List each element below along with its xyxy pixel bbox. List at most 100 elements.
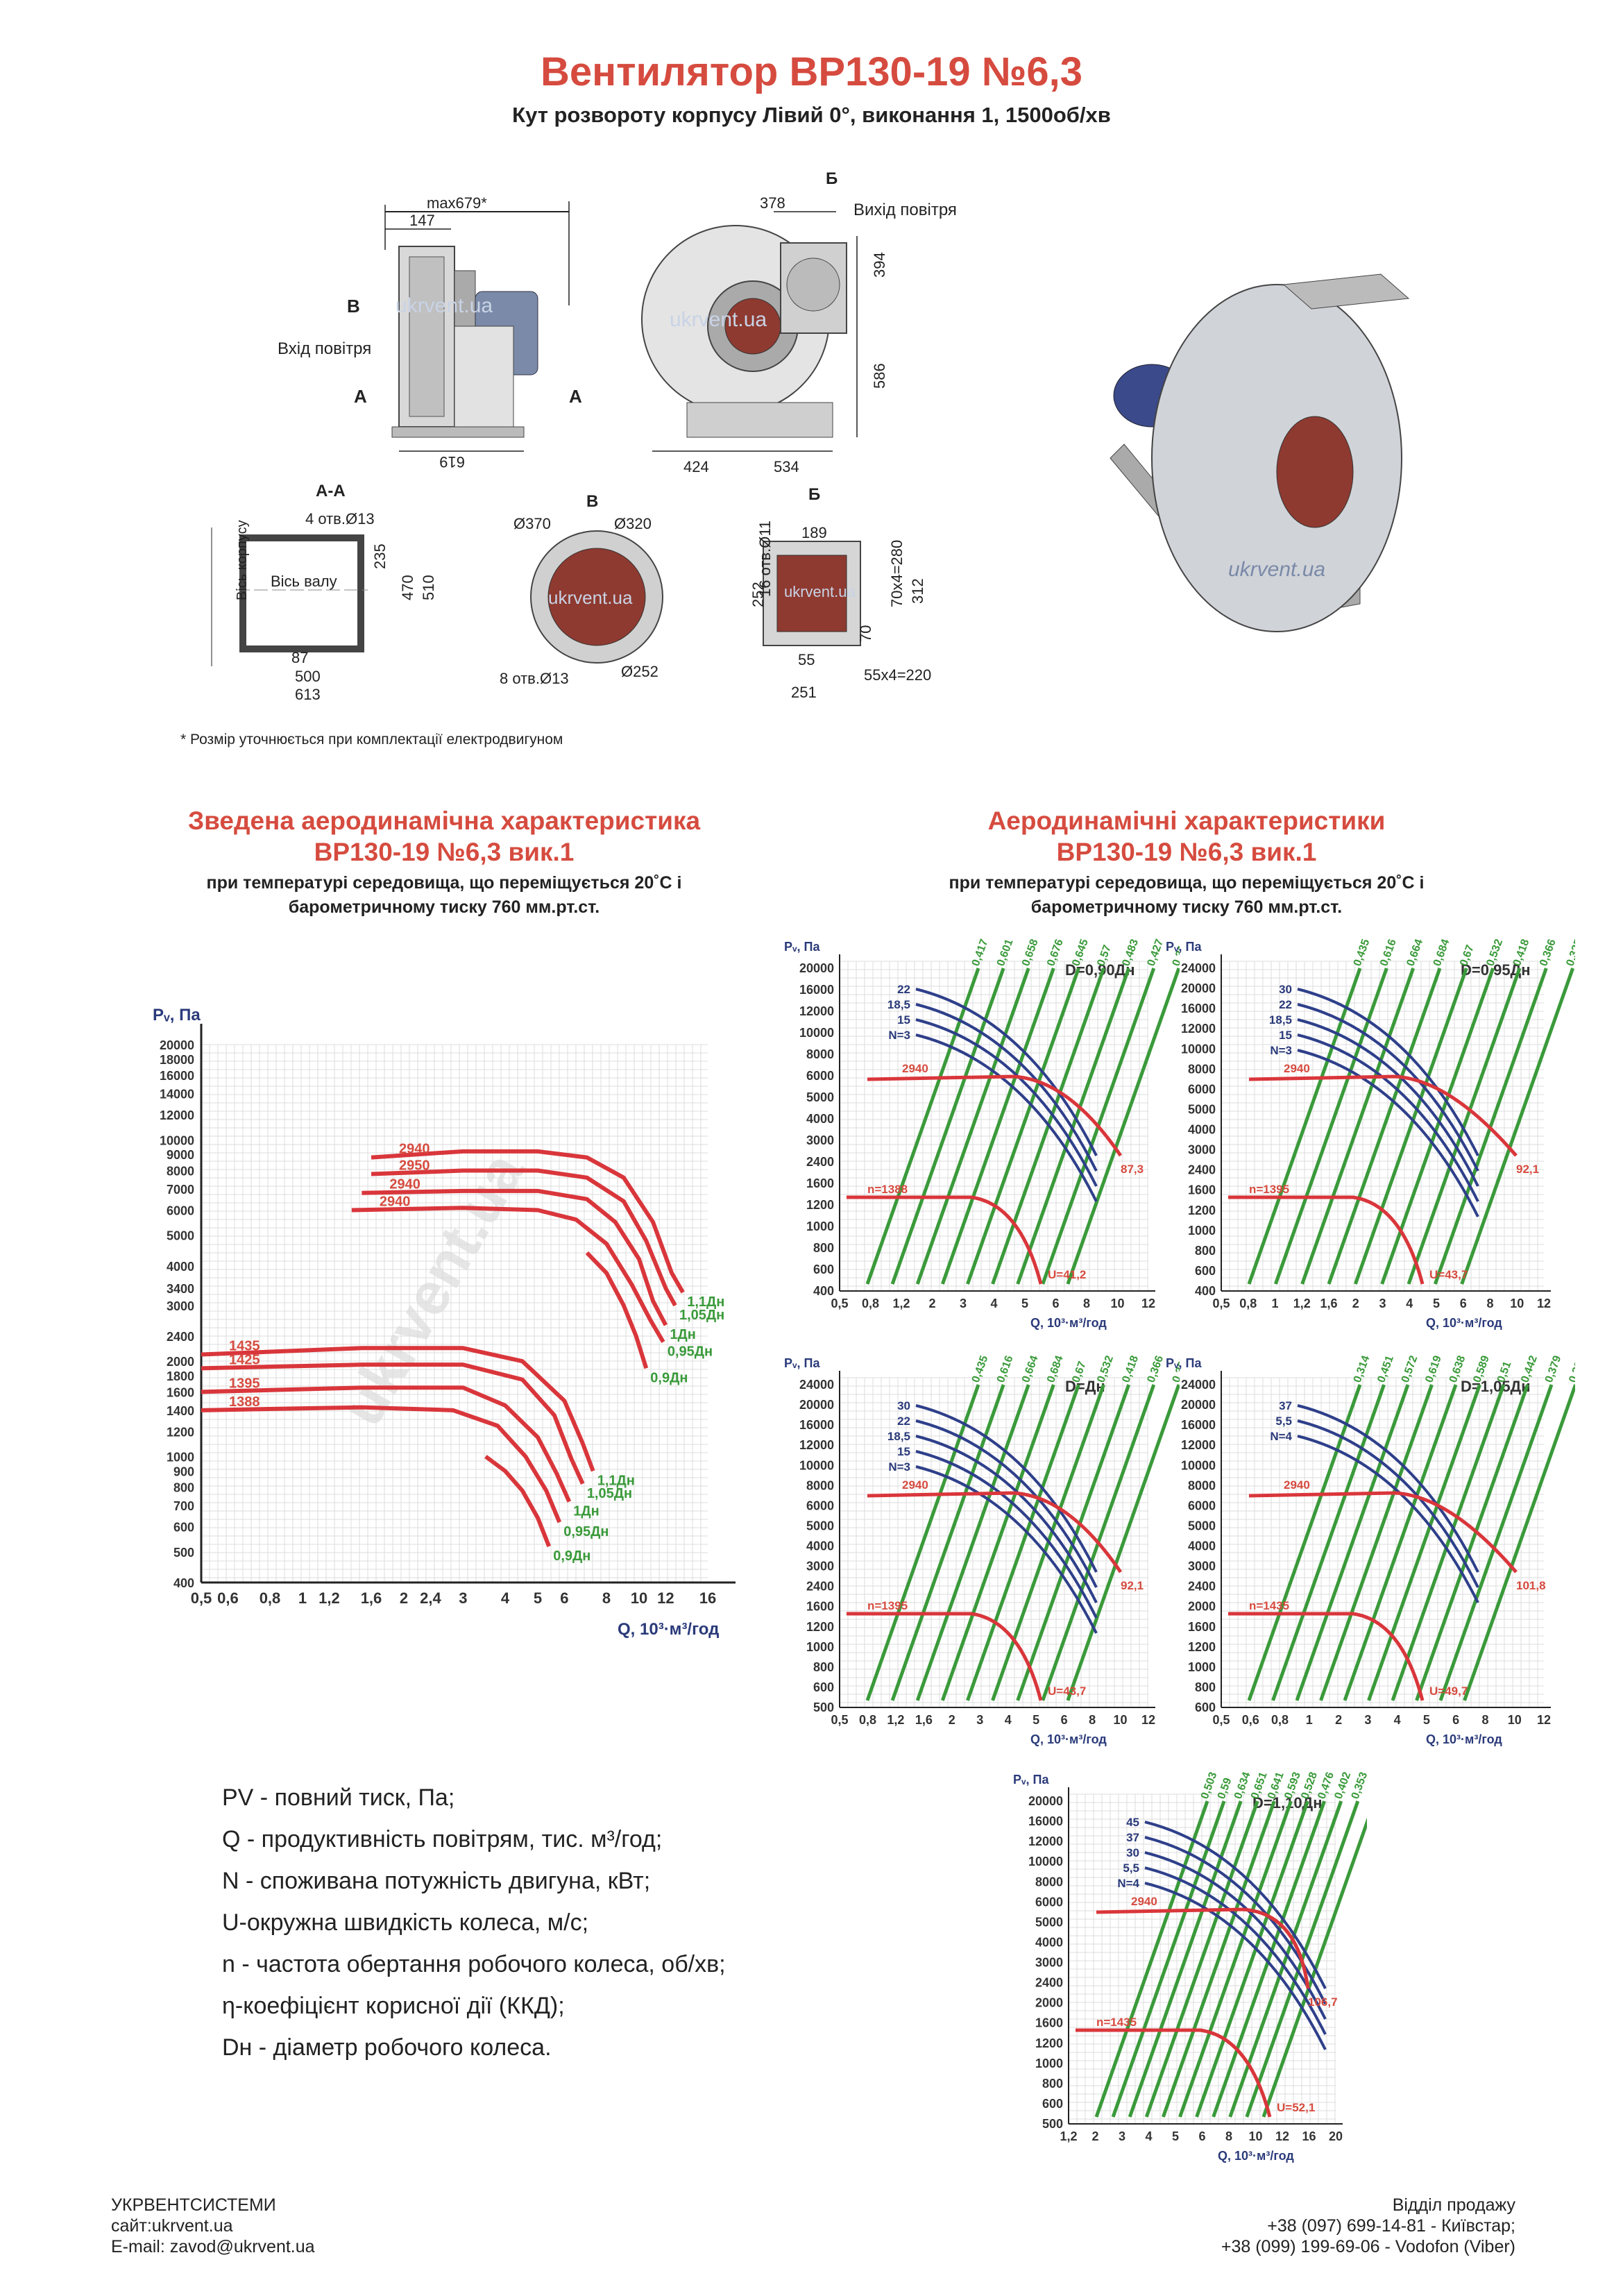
detail-x-tick: 0,5 — [1212, 1297, 1230, 1310]
detail-pressure-high — [1248, 1491, 1518, 1573]
detail-power-curve — [915, 1003, 1098, 1172]
detail-y-tick: 8000 — [1188, 1062, 1216, 1076]
summary-y-tick: 2000 — [167, 1355, 194, 1369]
detail-power-curve — [915, 1450, 1098, 1619]
detail-y-tick: 1600 — [1188, 1183, 1216, 1197]
detail-y-tick: 12000 — [799, 1004, 834, 1018]
detail-power-label: 37 — [1126, 1831, 1139, 1844]
detail-x-tick: 10 — [1114, 1713, 1128, 1727]
dim-619: 619 — [439, 453, 465, 471]
detail-y-tick: 8000 — [1035, 1875, 1063, 1889]
b-dim-70x4: 70x4=280 — [888, 540, 906, 607]
summary-rpm-label: 2940 — [380, 1195, 411, 1210]
detail-eff-label: 0,32 — [1567, 1360, 1575, 1384]
detail-y-tick: 24000 — [1181, 1378, 1216, 1392]
detail-eff-line — [1438, 1384, 1554, 1701]
detail-power-label: N=3 — [888, 1460, 910, 1474]
detail-power-curve — [1297, 1404, 1479, 1573]
detail-x-tick: 12 — [1537, 1713, 1551, 1727]
detail-power-label: 15 — [897, 1445, 910, 1458]
detail-y-tick: 800 — [1195, 1680, 1216, 1694]
detail-eff-label: 0,619 — [1423, 1354, 1444, 1385]
detail-x-tick: 12 — [1141, 1713, 1155, 1727]
aa-dim-470: 470 — [399, 575, 416, 600]
detail-y-tick: 1200 — [806, 1198, 834, 1212]
detail-pressure-low — [847, 1612, 1043, 1701]
inlet-label: Вхід повітря — [278, 339, 371, 358]
legend-q: Q - продуктивність повітрям, тис. м³/год… — [222, 1826, 663, 1852]
detail-xlabel: Q, 10³·м³/год — [1030, 1732, 1107, 1746]
summary-y-tick: 800 — [173, 1481, 194, 1495]
footer-email[interactable]: E-mail: zavod@ukrvent.ua — [111, 2237, 315, 2256]
footer-phone-2[interactable]: +38 (099) 199-69-06 - Vodofon (Viber) — [1221, 2237, 1515, 2256]
detail-power-label: 22 — [897, 1415, 910, 1428]
detail-u-high: 101,8 — [1516, 1579, 1546, 1592]
v-dim-320: Ø320 — [614, 515, 652, 532]
detail-eff-line — [1343, 1384, 1458, 1701]
summary-x-tick: 5 — [534, 1589, 542, 1607]
summary-title-2: ВР130-19 №6,3 вик.1 — [314, 838, 575, 866]
detail-y-tick: 20000 — [1181, 1398, 1216, 1412]
detail-y-tick: 16000 — [799, 1418, 834, 1432]
detail-eff-label: 0,325 — [1564, 938, 1575, 968]
detail-rpm-low: n=1435 — [1096, 2016, 1137, 2029]
detail-y-tick: 600 — [1195, 1264, 1216, 1278]
section-b: Б 189 16 отв.Ø11 252 70x4=280 312 70 55 … — [749, 485, 931, 701]
summary-y-tick: 1200 — [167, 1425, 194, 1439]
dim-147: 147 — [409, 212, 435, 229]
detail-ylabel: Pᵥ, Па — [1166, 940, 1202, 954]
detail-y-tick: 1600 — [1035, 2016, 1063, 2030]
detail-pressure-high — [1096, 1907, 1310, 1989]
detail-y-tick: 1200 — [1035, 2036, 1063, 2050]
summary-y-tick: 6000 — [167, 1204, 194, 1218]
detail-y-tick: 5000 — [1188, 1519, 1216, 1533]
detail-x-tick: 4 — [1145, 2129, 1152, 2143]
detail-x-tick: 8 — [1486, 1297, 1493, 1310]
section-aa-title: А-А — [316, 482, 346, 500]
detail-y-tick: 4000 — [806, 1539, 834, 1553]
detail-power-curve — [1297, 1003, 1479, 1172]
summary-diam-label: 1,1Дн — [687, 1294, 724, 1310]
detail-y-tick: 16000 — [799, 983, 834, 997]
detail-eff-line — [1391, 1384, 1506, 1701]
detail-rpm-high: 2940 — [902, 1478, 928, 1492]
summary-y-tick: 2400 — [167, 1330, 194, 1344]
detail-pressure-low — [1076, 2028, 1272, 2118]
summary-y-tick: 500 — [173, 1546, 194, 1560]
detail-power-curve — [1144, 1836, 1327, 2004]
detail-rpm-low: n=1395 — [867, 1599, 908, 1612]
summary-diam-label: 1,1Дн — [597, 1473, 635, 1488]
page-title: Вентилятор ВР130-19 №6,3 — [540, 49, 1083, 94]
detail-y-tick: 10000 — [799, 1026, 834, 1040]
detail-y-tick: 1000 — [1035, 2057, 1063, 2070]
detail-sub-2: барометричному тиску 760 мм.рт.ст. — [1030, 897, 1343, 917]
detail-power-curve — [1144, 1882, 1327, 2050]
detail-title: D=Дн — [1065, 1378, 1105, 1395]
detail-x-tick: 2 — [949, 1713, 955, 1727]
detail-y-tick: 5000 — [806, 1519, 834, 1533]
dim-max679: max679* — [427, 194, 487, 212]
aa-dim-500: 500 — [295, 668, 321, 685]
detail-grid — [839, 1377, 1148, 1707]
detail-y-tick: 2400 — [806, 1155, 834, 1169]
detail-y-tick: 400 — [813, 1284, 834, 1298]
footer-site[interactable]: сайт:ukrvent.ua — [111, 2216, 233, 2236]
summary-x-tick: 2 — [400, 1589, 408, 1607]
detail-y-tick: 2400 — [1188, 1580, 1216, 1594]
summary-y-tick: 18000 — [160, 1053, 194, 1067]
detail-x-tick: 10 — [1508, 1713, 1522, 1727]
aa-dim-510: 510 — [420, 575, 437, 600]
summary-xlabel: Q, 10³·м³/год — [618, 1620, 719, 1638]
detail-x-tick: 1,2 — [1060, 2129, 1077, 2143]
label-a-right: А — [569, 386, 582, 407]
summary-rpm-label: 1395 — [229, 1376, 260, 1391]
outlet-label: Вихід повітря — [853, 201, 957, 219]
detail-y-tick: 5000 — [806, 1090, 834, 1104]
footer-phone-1[interactable]: +38 (097) 699-14-81 - Київстар; — [1267, 2216, 1515, 2236]
detail-power-label: 18,5 — [1269, 1013, 1292, 1027]
detail-power-label: 22 — [1279, 998, 1292, 1011]
detail-x-tick: 3 — [1364, 1713, 1371, 1727]
detail-x-tick: 0,8 — [1239, 1297, 1257, 1310]
detail-y-tick: 1200 — [1188, 1640, 1216, 1654]
detail-y-tick: 4000 — [1035, 1935, 1063, 1949]
